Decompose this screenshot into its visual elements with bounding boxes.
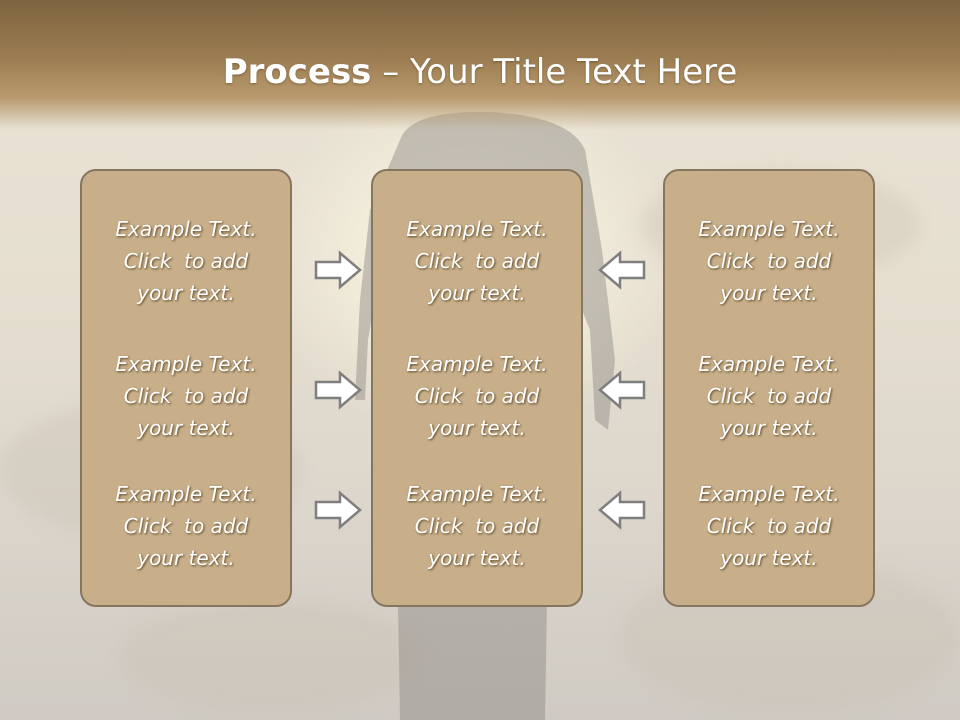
text-block[interactable]: Example Text. Click to add your text. [665, 213, 873, 309]
text-line: Click to add [414, 249, 540, 273]
text-box-left[interactable]: Example Text. Click to add your text. Ex… [80, 169, 292, 607]
text-line: Click to add [706, 514, 832, 538]
text-block[interactable]: Example Text. Click to add your text. [373, 213, 581, 309]
text-block[interactable]: Example Text. Click to add your text. [665, 348, 873, 444]
right-arrow-icon [314, 370, 362, 410]
left-arrow-icon [598, 490, 646, 530]
text-line: your text. [720, 416, 818, 440]
text-line: Example Text. [698, 352, 840, 376]
text-line: Example Text. [698, 482, 840, 506]
text-block[interactable]: Example Text. Click to add your text. [373, 478, 581, 574]
title-bold: Process [222, 52, 372, 92]
text-box-center[interactable]: Example Text. Click to add your text. Ex… [371, 169, 583, 607]
text-line: Click to add [123, 384, 249, 408]
text-line: your text. [720, 546, 818, 570]
text-box-right[interactable]: Example Text. Click to add your text. Ex… [663, 169, 875, 607]
slide-title[interactable]: Process – Your Title Text Here [0, 52, 960, 92]
text-line: Click to add [706, 249, 832, 273]
text-line: your text. [137, 546, 235, 570]
text-block[interactable]: Example Text. Click to add your text. [82, 213, 290, 309]
cloud-shape [120, 600, 420, 710]
title-bar [0, 0, 960, 130]
text-line: Click to add [123, 514, 249, 538]
text-line: Example Text. [115, 482, 257, 506]
text-line: your text. [137, 416, 235, 440]
text-line: Example Text. [115, 352, 257, 376]
text-block[interactable]: Example Text. Click to add your text. [82, 478, 290, 574]
text-line: Click to add [414, 514, 540, 538]
text-line: Example Text. [406, 217, 548, 241]
text-block[interactable]: Example Text. Click to add your text. [373, 348, 581, 444]
left-arrow-icon [598, 250, 646, 290]
text-line: Example Text. [406, 482, 548, 506]
text-line: your text. [720, 281, 818, 305]
text-line: Example Text. [406, 352, 548, 376]
text-line: your text. [428, 281, 526, 305]
text-line: Example Text. [698, 217, 840, 241]
text-line: your text. [137, 281, 235, 305]
text-line: your text. [428, 416, 526, 440]
text-line: Click to add [706, 384, 832, 408]
text-line: your text. [428, 546, 526, 570]
text-block[interactable]: Example Text. Click to add your text. [82, 348, 290, 444]
left-arrow-icon [598, 370, 646, 410]
text-line: Click to add [414, 384, 540, 408]
text-line: Example Text. [115, 217, 257, 241]
right-arrow-icon [314, 250, 362, 290]
text-block[interactable]: Example Text. Click to add your text. [665, 478, 873, 574]
text-line: Click to add [123, 249, 249, 273]
title-rest: – Your Title Text Here [371, 52, 738, 92]
right-arrow-icon [314, 490, 362, 530]
